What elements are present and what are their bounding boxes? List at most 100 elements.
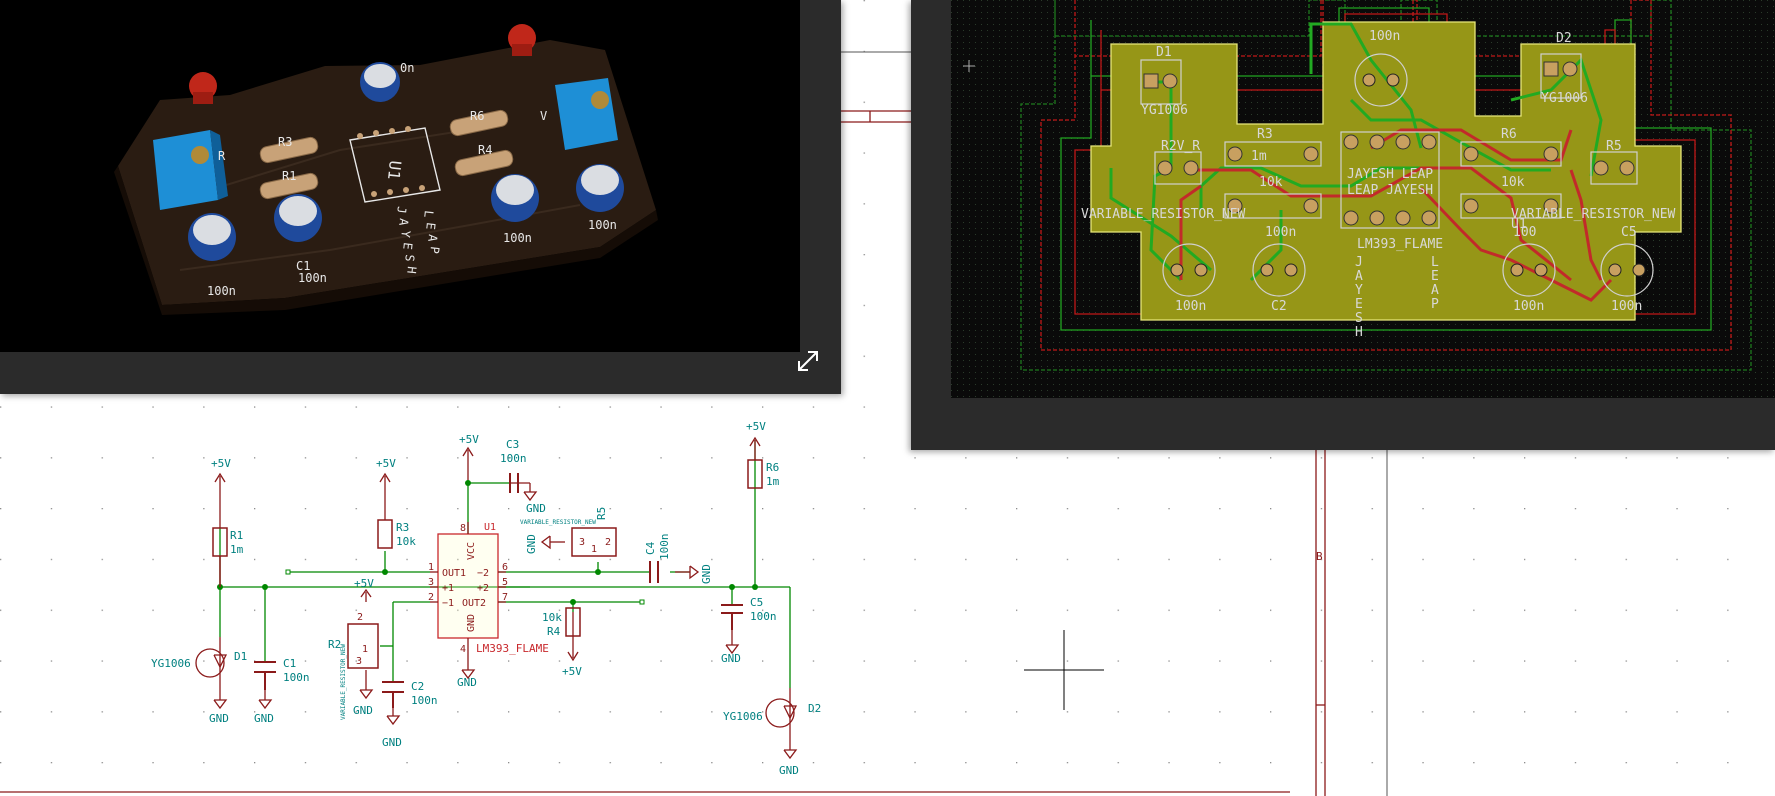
3d-silk-c1: C1: [296, 259, 310, 273]
junctions: [217, 480, 758, 605]
u1-pin-1: 1: [428, 562, 434, 573]
3d-silk-h: H: [404, 266, 419, 275]
var-res-label-r5: VARIABLE_RESISTOR_NEW: [520, 519, 596, 526]
val-u1: LM393_FLAME: [476, 642, 549, 655]
gnd-label-c2: GND: [382, 736, 402, 749]
pcb-silk-l: L: [1431, 255, 1439, 270]
pcb-silk-d1-val: YG1006: [1141, 103, 1188, 118]
pcb-silk-j: J: [1355, 255, 1363, 270]
ref-r3: R3: [396, 521, 409, 534]
pcb-silk-var-left: VARIABLE_RESISTOR_NEW: [1081, 207, 1246, 222]
gnd-label-d1: GND: [209, 712, 229, 725]
u1-pin-m2: −2: [477, 568, 489, 579]
ref-d1: D1: [234, 650, 247, 663]
pcb-silk-c5-val: 100n: [1611, 299, 1642, 314]
sheet-label-b: B: [1316, 550, 1323, 563]
capacitors[interactable]: [254, 473, 743, 708]
pot-r5-pin2: 2: [605, 537, 611, 548]
pcb-silk-r2: R2V_R: [1161, 139, 1200, 154]
pot-r2-pin2: 2: [357, 612, 363, 623]
val-c4: 100n: [658, 534, 671, 561]
diode-d1[interactable]: [195, 637, 228, 690]
pwr-label-r1: +5V: [211, 457, 231, 470]
crosshair-cursor: [1024, 630, 1104, 710]
3d-silk-a: A: [396, 218, 411, 227]
diode-d2[interactable]: [765, 688, 798, 735]
u1-pin-vcc: VCC: [466, 542, 477, 560]
pcb-render: D1 D2 YG1006 YG1006 R2V_R R3 10k 1m R5 R…: [951, 0, 1775, 398]
pwr-label-r2: +5V: [354, 577, 374, 590]
pcb-silk-d2: D2: [1556, 31, 1572, 46]
ref-r4: R4: [547, 625, 561, 638]
pcb-silk-r6: R6: [1501, 127, 1517, 142]
pcb-layout-window[interactable]: D1 D2 YG1006 YG1006 R2V_R R3 10k 1m R5 R…: [911, 0, 1775, 450]
3d-silk-cap-top: 0n: [400, 61, 414, 75]
3d-silk-r6: R6: [470, 109, 484, 123]
3d-silk-c1-val: 100n: [298, 271, 327, 285]
gnd-label-c3: GND: [526, 502, 546, 515]
pcb-silk-c4-val: 100n: [1513, 299, 1544, 314]
pcb-cursor: [963, 60, 975, 72]
val-c2: 100n: [411, 694, 438, 707]
pcb-silk-r1-val: 1m: [1251, 149, 1267, 164]
val-c1: 100n: [283, 671, 310, 684]
resistor-bodies[interactable]: [212, 459, 763, 669]
pcb-silk-y: Y: [1355, 283, 1363, 298]
gnd-label-d2: GND: [779, 764, 799, 777]
ref-c4: C4: [644, 541, 657, 555]
u1-pin-6: 6: [502, 562, 508, 573]
pwr-label-c3: +5V: [459, 433, 479, 446]
gnd-label-c4: GND: [700, 564, 713, 584]
pcb-silk-s: S: [1355, 311, 1363, 326]
pcb-silk-d2-val: YG1006: [1541, 91, 1588, 106]
pcb-silk-p: P: [1431, 297, 1439, 312]
ref-u1: U1: [484, 522, 496, 533]
u1-pin-8: 8: [460, 523, 466, 534]
pcb-silk-d1: D1: [1156, 45, 1172, 60]
u1-pin-m1: −1: [442, 598, 454, 609]
pcb-silk-e2: E: [1431, 269, 1439, 284]
pcb-silk-r5: R5: [1606, 139, 1622, 154]
ic-u1[interactable]: 1 3 2 4 6 5 7 8 OUT1 −2 +1 +2 −1 OUT2 VC…: [428, 522, 549, 656]
pcb-silk-a2: A: [1431, 283, 1439, 298]
ref-d2: D2: [808, 702, 821, 715]
ref-c2: C2: [411, 680, 424, 693]
val-d1: YG1006: [151, 657, 191, 670]
pcb-viewport[interactable]: D1 D2 YG1006 YG1006 R2V_R R3 10k 1m R5 R…: [951, 0, 1775, 398]
pcb-silk-c2-val: 100n: [1265, 225, 1296, 240]
pcb-silk-u1-val: LM393_FLAME: [1357, 237, 1443, 252]
3d-silk-j: J: [394, 206, 409, 215]
3d-silk-pot-right: V: [540, 109, 547, 123]
val-c5: 100n: [750, 610, 777, 623]
pcb-silk-e: E: [1355, 297, 1363, 312]
ref-r2: R2: [328, 638, 341, 651]
3d-silk-r3: R3: [278, 135, 292, 149]
u1-pin-p2: +2: [477, 583, 489, 594]
expand-icon[interactable]: [795, 348, 821, 374]
3d-silk-s: S: [402, 254, 417, 263]
gnd-label-r2: GND: [353, 704, 373, 717]
u1-pin-5: 5: [502, 577, 508, 588]
ref-c3: C3: [506, 438, 519, 451]
pcb-silk-r3-val: 10k: [1259, 175, 1283, 190]
3d-silk-e2: E: [423, 222, 438, 231]
3d-silk-r1: R1: [282, 169, 296, 183]
3d-silk-y: Y: [398, 230, 413, 239]
pcb-silk-c5: C5: [1621, 225, 1637, 240]
3d-viewer-window[interactable]: R3 R1 R6 R4 U1 C1 100n 100n 100n 100n 0n…: [0, 0, 841, 394]
3d-board-render: R3 R1 R6 R4 U1 C1 100n 100n 100n 100n 0n…: [114, 24, 658, 315]
pcb-silk-var-right: VARIABLE_RESISTOR_NEW: [1511, 207, 1676, 222]
gnd-label-c5: GND: [721, 652, 741, 665]
unconnected-markers: [285, 569, 645, 605]
u1-pin-2: 2: [428, 592, 434, 603]
pcb-silk-r4-val: 10k: [1501, 175, 1525, 190]
var-res-label-r2: VARIABLE_RESISTOR_NEW: [340, 644, 347, 720]
u1-pin-7: 7: [502, 592, 508, 603]
pcb-silk-mirror-a: JAYESH LEAP: [1347, 167, 1433, 182]
pcb-silk-a: A: [1355, 269, 1363, 284]
pcb-silk-c1-val: 100n: [1175, 299, 1206, 314]
3d-viewport[interactable]: R3 R1 R6 R4 U1 C1 100n 100n 100n 100n 0n…: [0, 0, 800, 352]
gnd-label-u1: GND: [457, 676, 477, 689]
3d-silk-r4: R4: [478, 143, 492, 157]
